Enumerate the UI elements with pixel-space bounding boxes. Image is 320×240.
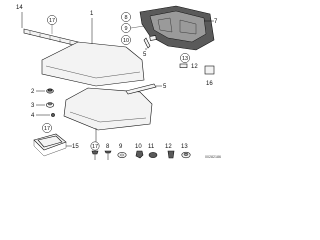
callout-4: 4 — [31, 113, 35, 119]
bottom-hardware-row: 17 8 9 10 11 12 13 — [90, 141, 191, 160]
cap — [148, 152, 158, 158]
trim-strip — [23, 28, 79, 47]
callout-3: 3 — [31, 103, 35, 109]
row-callout-13: 13 — [181, 144, 188, 150]
callout-16: 16 — [206, 81, 213, 87]
label-plate — [179, 63, 188, 68]
row-callout-9: 9 — [119, 144, 123, 150]
row-callout-8: 8 — [106, 144, 110, 150]
nut — [135, 150, 144, 159]
hook — [143, 37, 151, 49]
rail — [125, 83, 157, 95]
diagram-code: 00282186 — [205, 155, 221, 159]
callout-13-bubble — [180, 53, 190, 63]
holder-frame — [33, 133, 67, 157]
callout-7: 7 — [214, 19, 218, 25]
callout-13: 13 — [182, 56, 188, 62]
row-callout-12: 12 — [165, 144, 172, 150]
callout-8: 8 — [124, 15, 127, 21]
callout-17: 17 — [49, 18, 55, 24]
clip-small — [167, 150, 175, 159]
callout-8-bubble — [121, 12, 131, 22]
callout-17b-bubble — [42, 123, 52, 133]
callout-2: 2 — [31, 89, 35, 95]
row-callout-17: 17 — [92, 144, 98, 150]
callout-9: 9 — [124, 26, 127, 32]
row-callout-10: 10 — [135, 144, 142, 150]
callout-17b: 17 — [44, 126, 50, 132]
callout-9-bubble — [121, 23, 131, 33]
parts-diagram: 14 17 1 6 5 2 3 4 17 — [16, 5, 221, 160]
clip — [45, 102, 55, 108]
push-nut — [51, 113, 55, 117]
callout-17-bubble — [47, 15, 57, 25]
callout-5b: 5 — [143, 52, 147, 58]
pad — [204, 65, 215, 75]
callout-10-bubble — [121, 35, 131, 45]
luggage-floor-panel — [41, 41, 145, 87]
floor-mat — [63, 87, 153, 131]
callout-15: 15 — [72, 144, 79, 150]
callout-14: 14 — [16, 5, 23, 11]
screw — [104, 150, 112, 160]
bolt — [91, 150, 99, 160]
washer — [117, 152, 127, 158]
plug — [181, 151, 191, 159]
callout-5: 5 — [163, 84, 167, 90]
callout-1: 1 — [90, 11, 94, 17]
trunk-trim-panel — [139, 5, 215, 51]
row-callout-11: 11 — [148, 144, 155, 150]
callout-12: 12 — [191, 64, 198, 70]
grommet — [46, 88, 54, 94]
callout-10: 10 — [123, 38, 129, 44]
